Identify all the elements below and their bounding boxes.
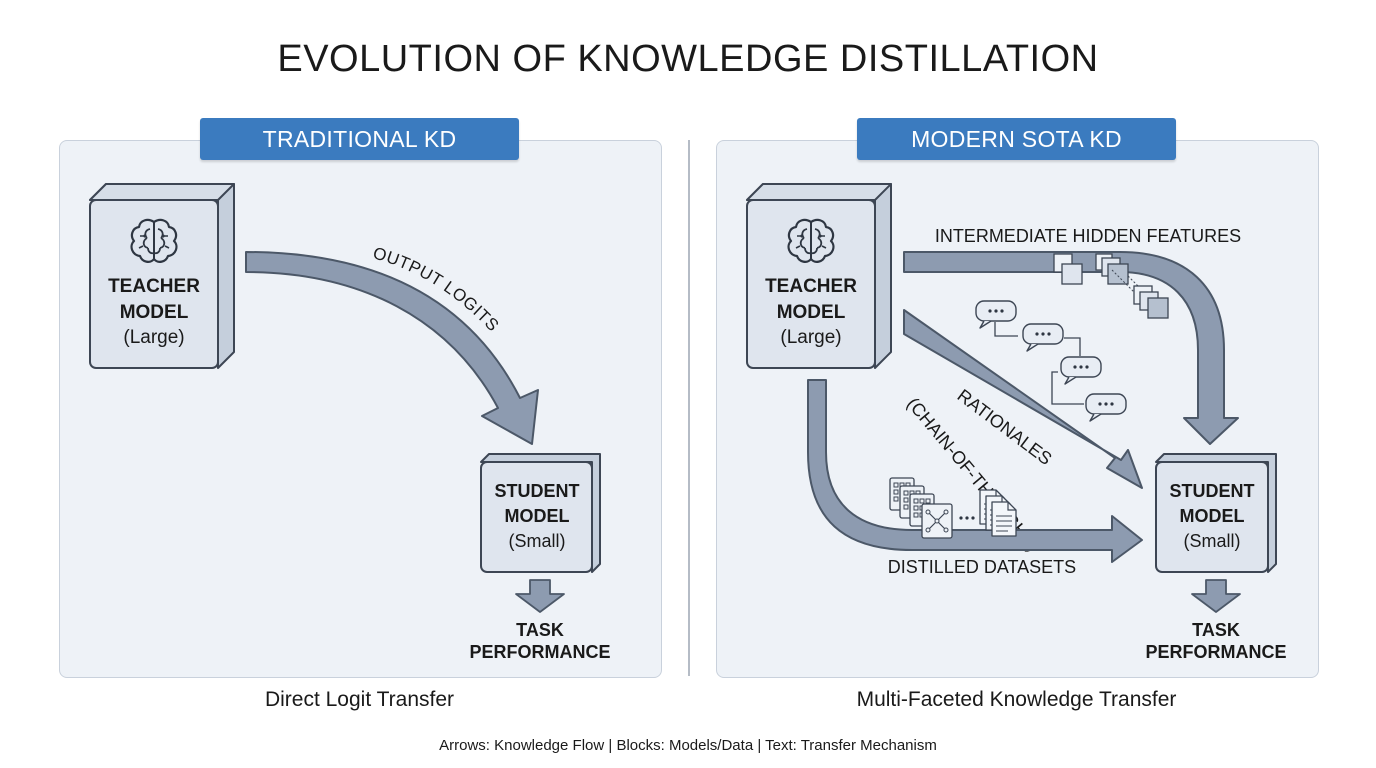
hidden-features-label: INTERMEDIATE HIDDEN FEATURES [935, 226, 1241, 246]
traditional-kd-caption: Direct Logit Transfer [264, 688, 455, 711]
distilled-datasets-arrow [807, 379, 1143, 563]
legend-footer: Arrows: Knowledge Flow | Blocks: Models/… [439, 737, 937, 754]
right-teacher-line1: TEACHER [765, 276, 857, 297]
modern-kd-caption: Multi-Faceted Knowledge Transfer [856, 688, 1177, 711]
left-output-arrow [515, 579, 565, 613]
right-output-arrow [1191, 579, 1241, 613]
modern-kd-header: MODERN SOTA KD [857, 118, 1176, 160]
left-task-line2: PERFORMANCE [469, 642, 610, 662]
distilled-datasets-label: DISTILLED DATASETS [888, 557, 1076, 577]
left-student-line1: STUDENT [495, 481, 580, 501]
chain-of-thought-bubbles [975, 300, 1127, 422]
rationales-arrow [903, 309, 1143, 489]
feature-maps-icon [1053, 253, 1169, 319]
speech-bubble-icon [975, 300, 1017, 329]
right-student-line3: (Small) [1184, 531, 1241, 551]
left-teacher-line1: TEACHER [108, 276, 200, 297]
panel-divider [688, 140, 690, 676]
right-teacher-line3: (Large) [780, 327, 841, 348]
dataset-cards-icon [889, 477, 1017, 539]
right-student-block: STUDENT MODEL (Small) [1155, 453, 1277, 573]
left-teacher-line3: (Large) [123, 327, 184, 348]
left-student-block: STUDENT MODEL (Small) [480, 453, 601, 573]
speech-bubble-icon [1060, 356, 1102, 385]
left-task-line1: TASK [516, 620, 564, 640]
left-teacher-block: TEACHER MODEL (Large) [89, 183, 235, 369]
speech-bubble-icon [1022, 323, 1064, 352]
right-student-line1: STUDENT [1170, 481, 1255, 501]
output-logits-arrow [245, 251, 539, 445]
right-student-line2: MODEL [1180, 506, 1245, 526]
right-task-line1: TASK [1192, 620, 1240, 640]
left-student-line2: MODEL [505, 506, 570, 526]
right-teacher-line2: MODEL [777, 302, 846, 323]
speech-bubble-icon [1085, 393, 1127, 422]
left-teacher-line2: MODEL [120, 302, 189, 323]
document-icon [991, 501, 1017, 537]
right-task-line2: PERFORMANCE [1145, 642, 1286, 662]
traditional-kd-header: TRADITIONAL KD [200, 118, 519, 160]
left-student-line3: (Small) [509, 531, 566, 551]
hidden-features-arrow [903, 251, 1239, 445]
right-teacher-block: TEACHER MODEL (Large) [746, 183, 892, 369]
diagram-title: EVOLUTION OF KNOWLEDGE DISTILLATION [277, 38, 1099, 80]
